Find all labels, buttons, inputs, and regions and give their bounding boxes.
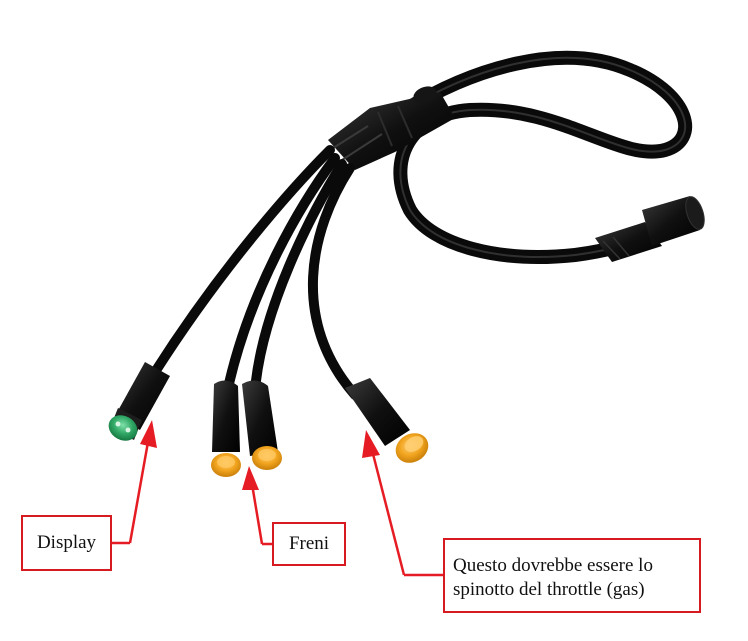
- splitter-housing: [328, 86, 455, 170]
- branch-cables: [150, 145, 360, 400]
- display-arrowhead: [140, 420, 157, 448]
- display-arrow-shaft: [128, 441, 150, 544]
- freni-arrowhead: [242, 466, 259, 490]
- throttle-label-line-1: Questo dovrebbe essere lo: [453, 555, 653, 576]
- throttle-arrowhead: [362, 430, 380, 458]
- display-label-box: Display: [21, 515, 112, 571]
- display-connector: [108, 362, 170, 441]
- brake-connector-right: [242, 380, 282, 470]
- display-label: Display: [36, 532, 97, 554]
- throttle-connector: [345, 378, 429, 463]
- freni-arrow-shaft: [250, 483, 264, 545]
- main-end-connector: [595, 196, 705, 262]
- throttle-label-box: Questo dovrebbe essere lo spinotto del t…: [443, 538, 701, 613]
- annotation-arrows: [112, 420, 443, 577]
- throttle-label-line-2: spinotto del throttle (gas): [453, 578, 645, 600]
- freni-label-box: Freni: [272, 522, 346, 566]
- freni-label: Freni: [288, 533, 330, 555]
- throttle-arrow-shaft: [370, 449, 406, 576]
- brake-connector-left: [211, 380, 241, 477]
- main-cable: [393, 50, 693, 264]
